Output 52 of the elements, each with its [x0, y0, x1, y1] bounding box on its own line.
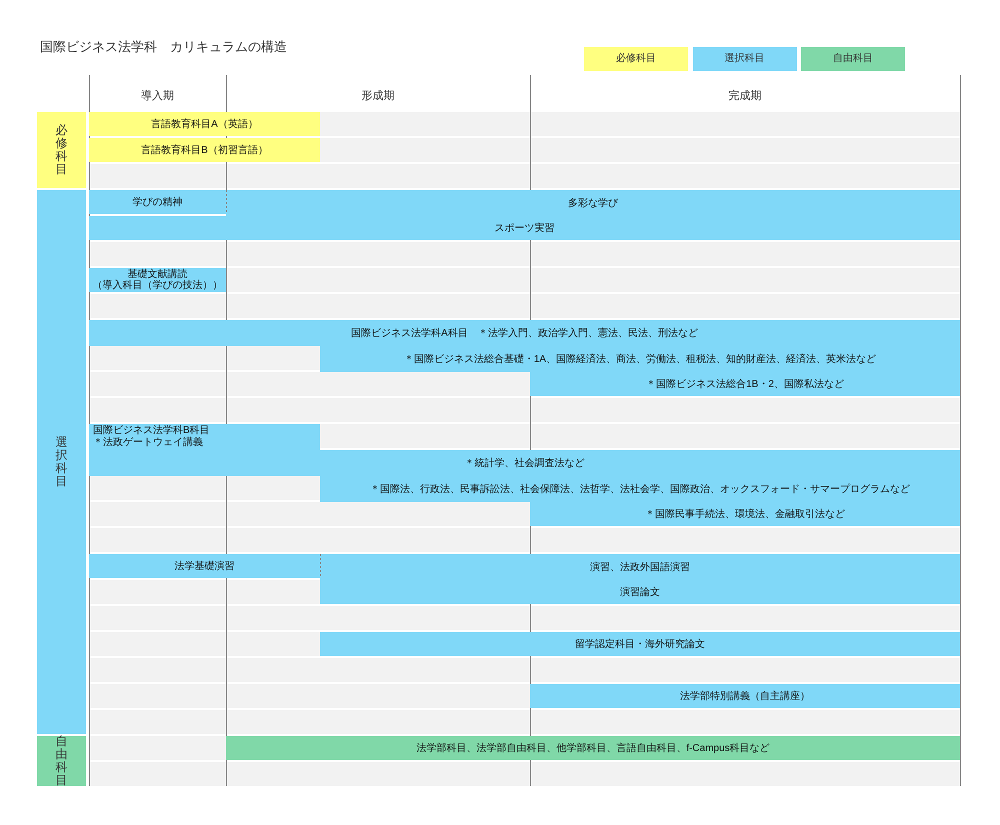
period-header: 形成期 [362, 89, 394, 103]
course-label: ＊法学入門、政治学入門、憲法、民法、刑法など [478, 326, 698, 340]
period-header: 導入期 [141, 88, 174, 103]
course-label: 言語教育科目B（初習言語） [141, 144, 268, 157]
course-bar [89, 216, 960, 240]
course-bar [226, 736, 960, 760]
course-label: 法学基礎演習 [174, 560, 234, 573]
category-label: 必修科目 [56, 124, 68, 176]
course-bar [89, 450, 960, 476]
course-label: 法学部特別講義（自主講座） [680, 690, 810, 703]
legend-item: 選択科目 [692, 47, 796, 71]
course-bar [89, 138, 320, 162]
course-bar [530, 502, 960, 526]
diagram-title: 国際ビジネス法学科 カリキュラムの構造 [40, 38, 287, 56]
category-label: 自由科目 [56, 734, 68, 788]
course-label: 基礎文献講読 [128, 269, 188, 280]
course-bar [89, 190, 226, 214]
course-bar [89, 268, 226, 292]
course-bar [320, 632, 960, 656]
period-header: 完成期 [728, 88, 762, 103]
course-label: 言語教育科目A（英語） [151, 118, 258, 131]
course-bar [530, 684, 960, 708]
course-bar [320, 554, 960, 580]
course-label: 多彩な学び [568, 197, 618, 210]
course-bar [89, 320, 960, 346]
category-band [37, 736, 86, 786]
course-label: ＊国際ビジネス法総合基礎・1A、国際経済法、商法、労働法、租税法、知的財産法、経済法、英米法など [404, 352, 876, 366]
course-label: ＊国際法、行政法、民事訴訟法、社会保障法、法哲学、法社会学、国際政治、オックスフォード・サマープログラムなど [370, 482, 910, 496]
category-label: 選択科目 [56, 436, 68, 488]
course-label: ＊統計学、社会調査法など [464, 456, 584, 470]
course-bar [89, 554, 320, 578]
course-label: 演習、法政外国語演習 [590, 560, 690, 574]
course-bar [89, 112, 320, 136]
course-label: 留学認定科目・海外研究論文 [575, 638, 705, 651]
course-label: ＊法政ゲートウェイ講義 [93, 437, 203, 449]
course-label: ＊国際ビジネス法総合1B・2、国際私法など [646, 378, 844, 391]
category-band [37, 112, 86, 188]
course-bar [226, 190, 960, 216]
legend-item: 自由科目 [801, 47, 905, 71]
course-label: 法学部科目、法学部自由科目、他学部科目、言語自由科目、f-Campus科目など [416, 742, 770, 755]
course-label: スポーツ実習 [494, 222, 554, 235]
course-bar [530, 372, 960, 396]
course-label: 演習論文 [620, 586, 660, 599]
course-label: ＊国際民事手続法、環境法、金融取引法など [645, 508, 845, 521]
course-bar [320, 580, 960, 604]
course-label: 国際ビジネス法学科A科目 [351, 326, 468, 340]
course-label: （導入科目（学びの技法）） [92, 280, 222, 291]
legend-item: 必修科目 [584, 47, 688, 71]
category-band [37, 190, 86, 734]
course-label: 国際ビジネス法学科B科目 [93, 425, 210, 436]
course-label: 学びの精神 [132, 196, 182, 209]
course-bar [89, 424, 320, 450]
